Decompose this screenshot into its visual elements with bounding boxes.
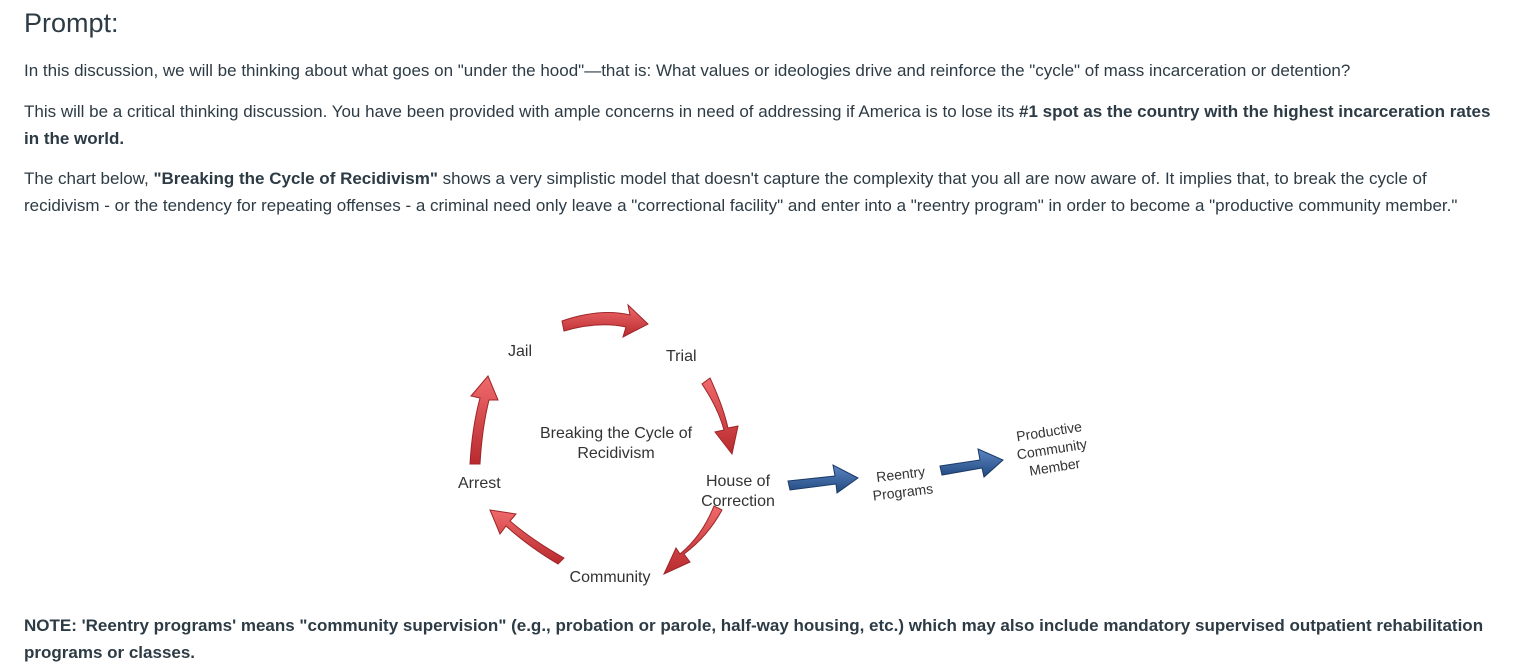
prompt-heading: Prompt: — [24, 8, 119, 38]
label-reentry-line2: Programs — [872, 480, 934, 503]
p2-bold-text: #1 spot as the country with the highest … — [24, 102, 1491, 148]
critical-thinking-paragraph: This will be a critical thinking discuss… — [24, 98, 1494, 152]
label-trial: Trial — [666, 348, 697, 365]
label-house-line2: Correction — [701, 493, 775, 510]
arrow-jail-to-trial — [561, 303, 649, 338]
label-center-line1: Breaking the Cycle of — [540, 425, 693, 442]
label-productive-line3: Member — [1028, 455, 1082, 479]
arrow-community-to-arrest — [489, 509, 565, 565]
label-productive-group: Productive Community Member — [1015, 418, 1088, 479]
label-reentry-group: Reentry Programs — [872, 463, 934, 503]
label-house-line1: House of — [706, 473, 771, 490]
arrow-arrest-to-jail — [469, 375, 499, 465]
chart-description-paragraph: The chart below, "Breaking the Cycle of … — [24, 165, 1494, 219]
arrow-trial-to-house — [701, 377, 739, 456]
arrow-house-to-reentry — [787, 464, 859, 494]
label-jail: Jail — [508, 343, 532, 360]
label-community: Community — [570, 569, 651, 586]
label-center-line2: Recidivism — [577, 445, 654, 462]
p3-text-after: shows a very simplistic model that doesn… — [24, 169, 1458, 215]
note-paragraph: NOTE: 'Reentry programs' means "communit… — [24, 616, 1484, 662]
recidivism-cycle-diagram: Jail Trial Arrest Breaking the Cycle of … — [440, 288, 1120, 598]
intro-paragraph: In this discussion, we will be thinking … — [24, 61, 1351, 80]
label-arrest: Arrest — [458, 475, 501, 492]
label-reentry-line1: Reentry — [875, 463, 926, 485]
arrow-reentry-to-productive — [939, 448, 1004, 478]
p3-text-before: The chart below, — [24, 169, 154, 188]
p2-text: This will be a critical thinking discuss… — [24, 102, 1020, 121]
p3-bold-text: "Breaking the Cycle of Recidivism" — [153, 169, 438, 188]
diagram-svg: Jail Trial Arrest Breaking the Cycle of … — [458, 303, 1088, 586]
arrow-house-to-community — [662, 505, 723, 576]
